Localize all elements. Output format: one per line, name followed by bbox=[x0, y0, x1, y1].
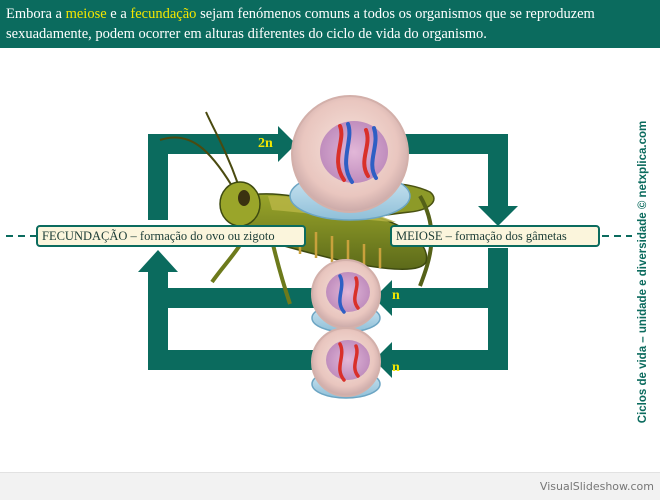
diploid-cell bbox=[289, 95, 411, 221]
footer-bar: VisualSlideshow.com bbox=[0, 472, 660, 500]
meiosis-label: MEIOSE – formação dos gâmetas bbox=[390, 225, 600, 247]
fecundation-label: FECUNDAÇÃO – formação do ovo ou zigoto bbox=[36, 225, 306, 247]
ploidy-2n-label: 2n bbox=[258, 136, 273, 151]
cycle-arrows bbox=[138, 126, 518, 378]
cycle-svg bbox=[6, 95, 632, 399]
header-banner: Embora a meiose e a fecundação sejam fen… bbox=[0, 0, 660, 48]
side-credit-text: Ciclos de vida – unidade e diversidade ©… bbox=[637, 120, 649, 424]
life-cycle-diagram: 2n n n bbox=[0, 48, 660, 468]
haploid-cell-lower bbox=[311, 327, 381, 399]
haploid-cell-upper bbox=[311, 259, 381, 333]
intro-text-1: Embora a bbox=[6, 6, 66, 22]
intro-text-3: sejam fenómenos comuns a todos os organi… bbox=[6, 6, 595, 42]
term-fecundacao: fecundação bbox=[130, 6, 197, 22]
ploidy-n-lower-label: n bbox=[392, 360, 400, 375]
ploidy-n-upper-label: n bbox=[392, 288, 400, 303]
term-meiose: meiose bbox=[65, 6, 107, 22]
footer-watermark: VisualSlideshow.com bbox=[539, 480, 654, 493]
intro-text-2: e a bbox=[106, 6, 131, 22]
